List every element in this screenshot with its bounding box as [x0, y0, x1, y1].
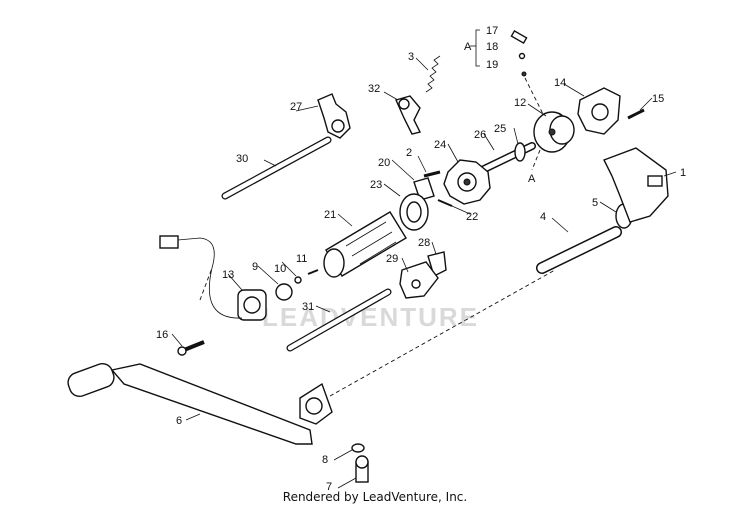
- callout-23: 23: [370, 179, 382, 191]
- part-30-shaft: [221, 136, 332, 200]
- callout-8: 8: [322, 454, 328, 466]
- callouts: 1 2 3 4 5 6 7 8 9 10 11 12 13 14 15 16 1…: [156, 25, 686, 493]
- part-25-collar: [514, 142, 526, 162]
- callout-32: 32: [368, 83, 380, 95]
- callout-31: 31: [302, 301, 314, 313]
- part-8-washer: [351, 443, 365, 453]
- callout-12: 12: [514, 97, 526, 109]
- callout-3: 3: [408, 51, 414, 63]
- callout-10: 10: [274, 263, 286, 275]
- callout-17: 17: [486, 25, 498, 37]
- callout-28: 28: [418, 237, 430, 249]
- part-19-ball: [521, 71, 527, 77]
- part-15-screw: [627, 108, 645, 120]
- callout-7: 7: [326, 481, 332, 493]
- callout-16: 16: [156, 329, 168, 341]
- part-4-shift-shaft: [536, 226, 622, 274]
- group-a-bracket: [470, 29, 480, 67]
- part-22-pin: [437, 199, 453, 207]
- part-21-shift-drum: [323, 211, 407, 278]
- part-10-o-ring: [294, 276, 302, 284]
- callout-20: 20: [378, 157, 390, 169]
- callout-14: 14: [554, 77, 566, 89]
- part-6-shift-lever: [67, 362, 333, 445]
- part-7-bolt: [355, 455, 369, 483]
- part-31-shaft: [286, 288, 392, 352]
- part-23-bearing: [399, 193, 429, 231]
- part-2-screw: [423, 170, 441, 178]
- part-11-pin: [307, 269, 319, 275]
- part-3-spring: [425, 55, 441, 93]
- part-27-shift-fork: [317, 93, 351, 139]
- part-32-stopper-arm: [395, 95, 422, 135]
- callout-22: 22: [466, 211, 478, 223]
- callout-13: 13: [222, 269, 234, 281]
- callout-29: 29: [386, 253, 398, 265]
- callout-5: 5: [592, 197, 598, 209]
- part-12-cam: [533, 111, 575, 153]
- callout-a-ref: A: [528, 173, 536, 185]
- callout-leaders: [171, 57, 677, 489]
- callout-1: 1: [680, 167, 686, 179]
- callout-19: 19: [486, 59, 498, 71]
- part-9-o-ring: [275, 283, 293, 301]
- callout-9: 9: [252, 261, 258, 273]
- part-13-neutral-switch: [159, 235, 267, 321]
- callout-15: 15: [652, 93, 664, 105]
- part-29-shift-fork: [399, 261, 439, 299]
- callout-30: 30: [236, 153, 248, 165]
- callout-2: 2: [406, 147, 412, 159]
- callout-24: 24: [434, 139, 446, 151]
- callout-18: 18: [486, 41, 498, 53]
- part-18-pin: [518, 52, 526, 60]
- callout-4: 4: [540, 211, 546, 223]
- watermark-text: LEADVENTURE: [262, 302, 479, 332]
- callout-26: 26: [474, 129, 486, 141]
- callout-11: 11: [296, 253, 307, 265]
- callout-6: 6: [176, 415, 182, 427]
- callout-25: 25: [494, 123, 506, 135]
- footer-credit: Rendered by LeadVenture, Inc.: [282, 490, 468, 504]
- part-17-pin: [510, 29, 528, 45]
- callout-27: 27: [290, 101, 302, 113]
- assembly-guide-lines: [199, 77, 556, 397]
- part-24-star-drum: [443, 159, 491, 205]
- callout-a-group: A: [464, 41, 472, 53]
- part-16-bolt: [177, 340, 205, 356]
- part-14-plate: [577, 87, 621, 135]
- part-1-shift-arm: [603, 147, 669, 223]
- callout-21: 21: [324, 209, 336, 221]
